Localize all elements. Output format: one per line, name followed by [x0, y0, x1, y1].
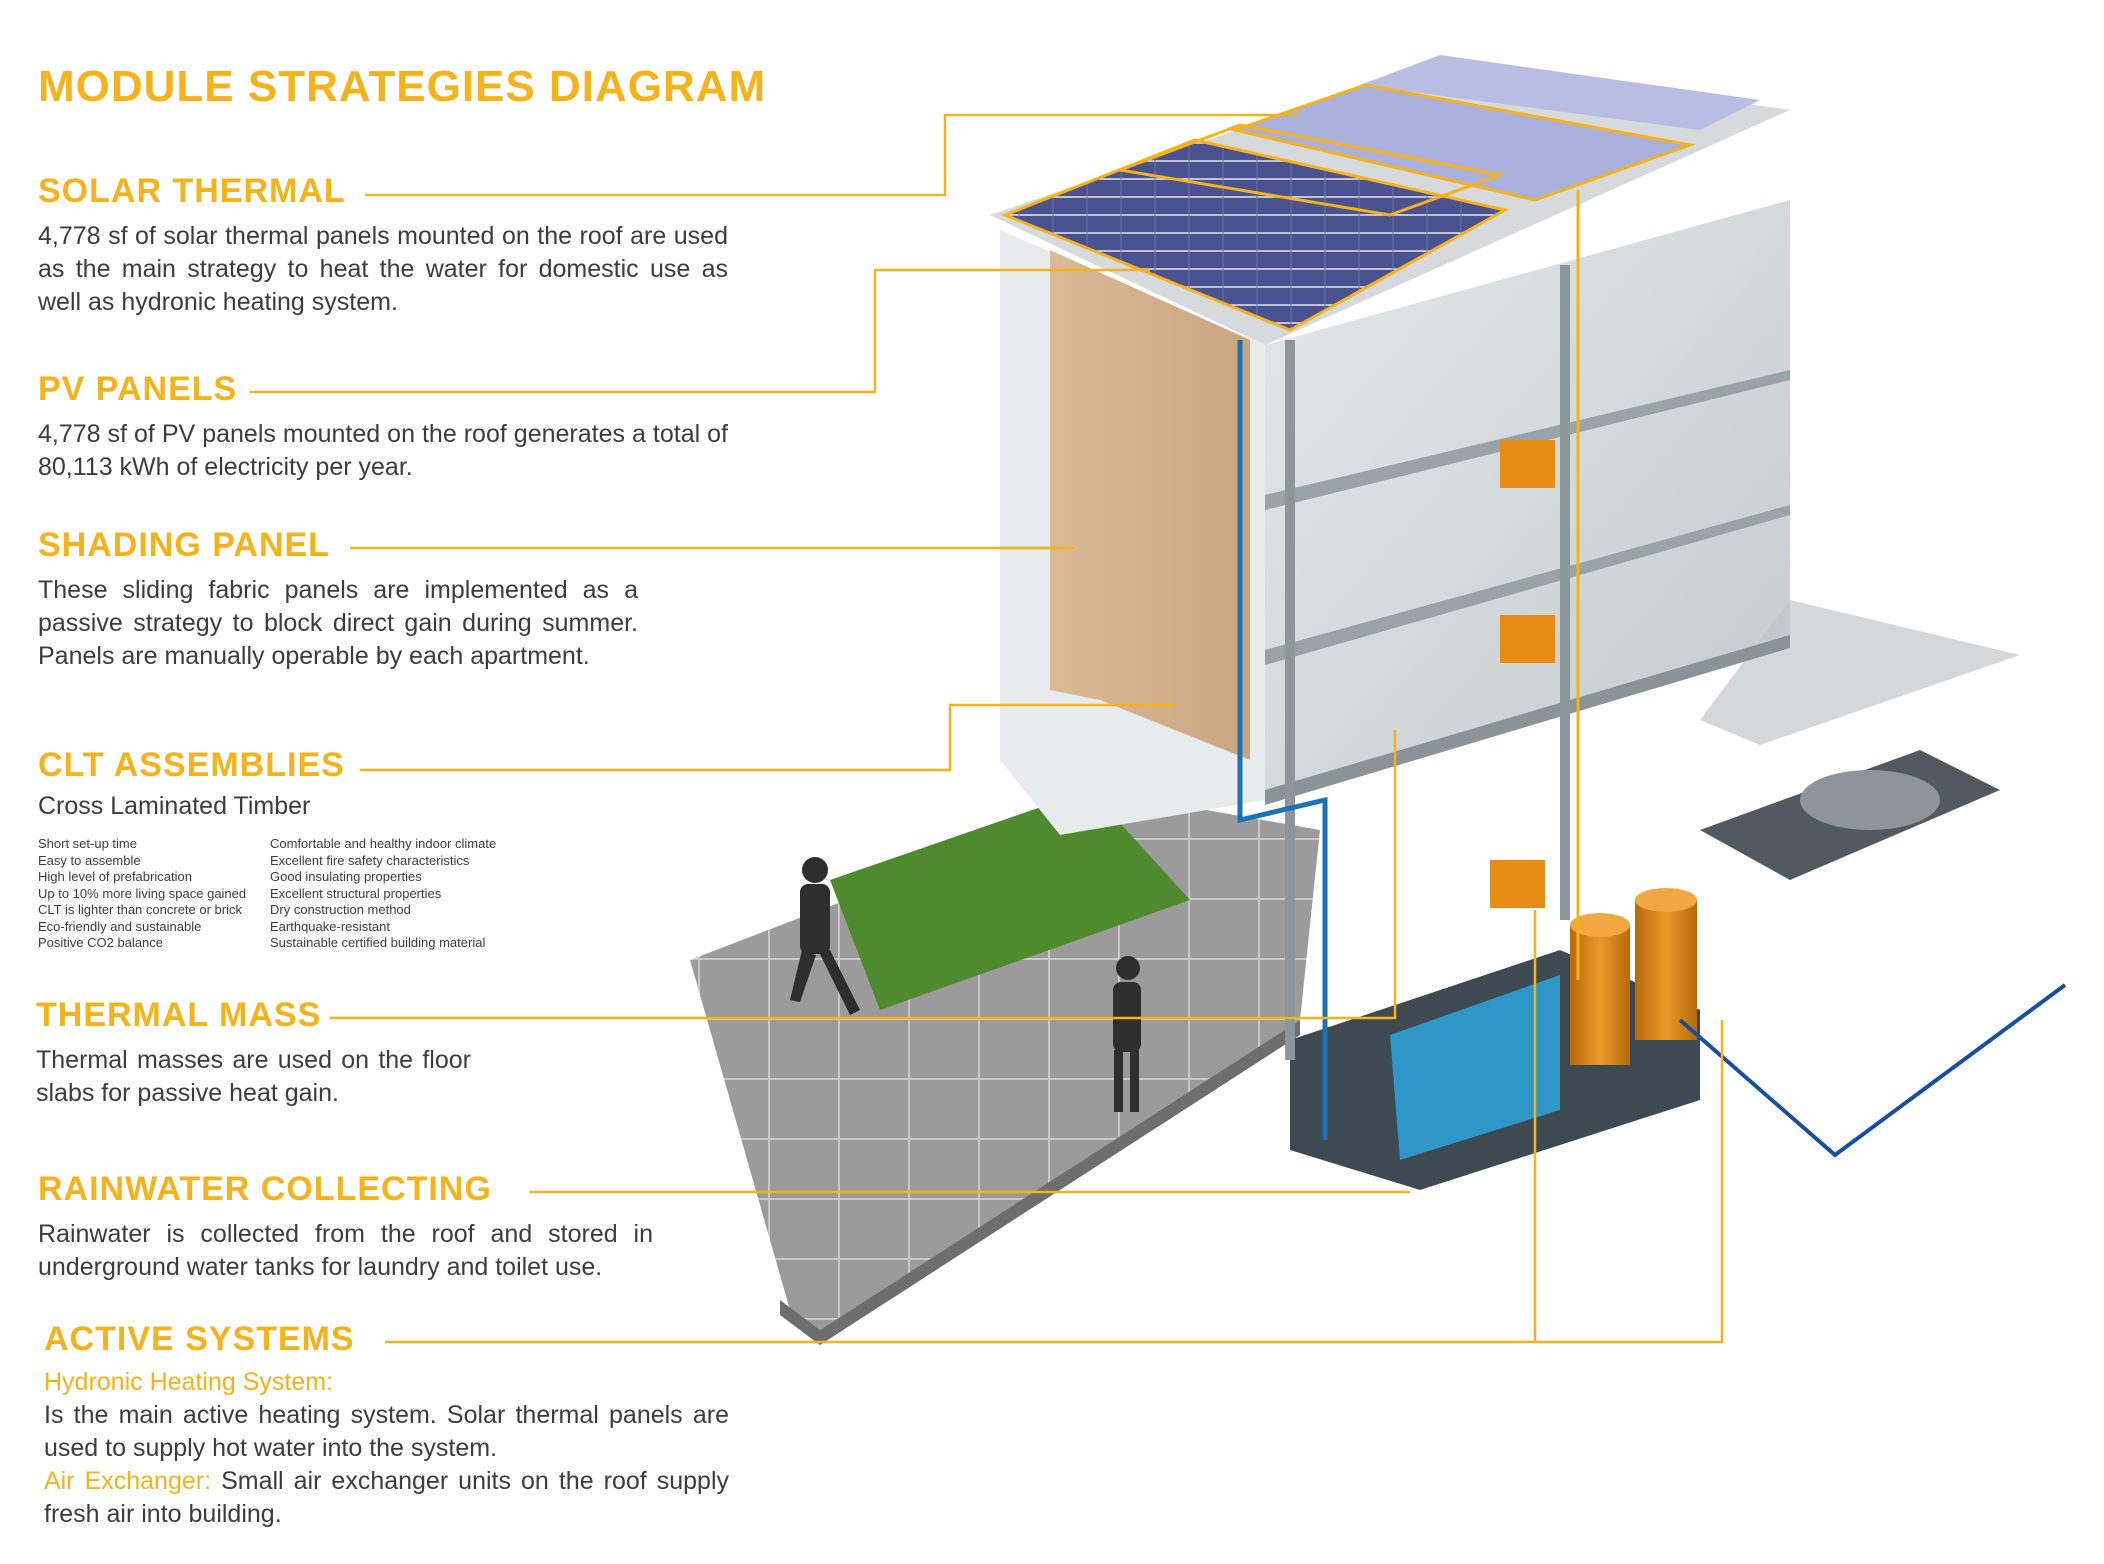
list-item: Comfortable and healthy indoor climate [270, 836, 497, 851]
leader-lines [250, 113, 1724, 1344]
list-item: Positive CO2 balance [38, 935, 164, 950]
leader-solar-thermal [365, 113, 1300, 197]
active-systems-text: Hydronic Heating System: Is the main act… [44, 1366, 729, 1531]
list-item: Dry construction method [270, 902, 411, 917]
radiator [1500, 440, 1555, 488]
list-item: Short set-up time [38, 836, 137, 851]
hydronic-text: Is the main active heating system. Solar… [44, 1401, 729, 1462]
list-item: Up to 10% more living space gained [38, 885, 247, 901]
solar-thermal-heading: SOLAR THERMAL [38, 172, 346, 210]
clt-heading: CLT ASSEMBLIES [38, 746, 345, 784]
shading-panel-heading: SHADING PANEL [38, 526, 330, 564]
hot-water-tanks [1570, 888, 1697, 1065]
leader-clt [360, 703, 1175, 772]
car [1800, 770, 1940, 830]
list-item: Excellent structural properties [270, 885, 442, 901]
ground-paving [690, 795, 1320, 1330]
wood-cladding [1050, 250, 1250, 760]
pv-panels-text: 4,778 sf of PV panels mounted on the roo… [38, 420, 728, 481]
air-exchanger-line: Air Exchanger: Small air exchanger units… [44, 1465, 729, 1531]
pv-panels-heading: PV PANELS [38, 370, 238, 408]
hydronic-label: Hydronic Heating System: [44, 1368, 334, 1396]
pv-panels-front [1005, 140, 1505, 330]
drain-pipe [1678, 983, 2067, 1158]
air-exchanger-label: Air Exchanger: [44, 1467, 212, 1495]
thermal-mass-text: Thermal masses are used on the floor sla… [36, 1046, 471, 1107]
rainwater-text: Rainwater is collected from the roof and… [38, 1220, 653, 1281]
list-item: Earthquake-resistant [270, 918, 390, 934]
list-item: Excellent fire safety characteristics [270, 852, 470, 868]
list-item: CLT is lighter than concrete or brick [38, 902, 242, 917]
radiator [1500, 615, 1555, 663]
air-exchanger-text: Small air exchanger units on the roof su… [44, 1467, 729, 1528]
list-item: Eco-friendly and sustainable [38, 918, 202, 934]
leader-pv-panels [250, 268, 1150, 394]
leader-thermal-mass [330, 730, 1397, 1020]
clt-benefits-col1: Short set-up time Easy to assemble High … [38, 836, 246, 952]
solar-thermal-text: 4,778 sf of solar thermal panels mounted… [38, 222, 728, 316]
clt-subtitle: Cross Laminated Timber [38, 792, 311, 820]
list-item: High level of prefabrication [38, 869, 192, 884]
page-title: MODULE STRATEGIES DIAGRAM [38, 62, 767, 111]
pv-panels-middle [1235, 85, 1690, 200]
grass-patch [830, 790, 1190, 1010]
list-item: Sustainable certified building material [270, 935, 486, 950]
thermal-mass-heading: THERMAL MASS [36, 996, 322, 1034]
rainwater-heading: RAINWATER COLLECTING [38, 1170, 492, 1208]
active-systems-heading: ACTIVE SYSTEMS [44, 1320, 355, 1358]
water-pipe [1237, 340, 1328, 1140]
solar-thermal-back [1360, 55, 1760, 130]
shading-panel-text: These sliding fabric panels are implemen… [38, 576, 638, 670]
clt-benefits-col2: Comfortable and healthy indoor climate E… [270, 836, 496, 952]
list-item: Easy to assemble [38, 852, 141, 868]
floor-slab-2 [1265, 505, 1790, 665]
radiator [1490, 860, 1545, 908]
person-walking [790, 857, 860, 1015]
rainwater-tank [1390, 975, 1560, 1160]
list-item: Good insulating properties [270, 869, 422, 884]
leader-active-systems [385, 1020, 1724, 1344]
building-front-face [1265, 200, 1790, 800]
